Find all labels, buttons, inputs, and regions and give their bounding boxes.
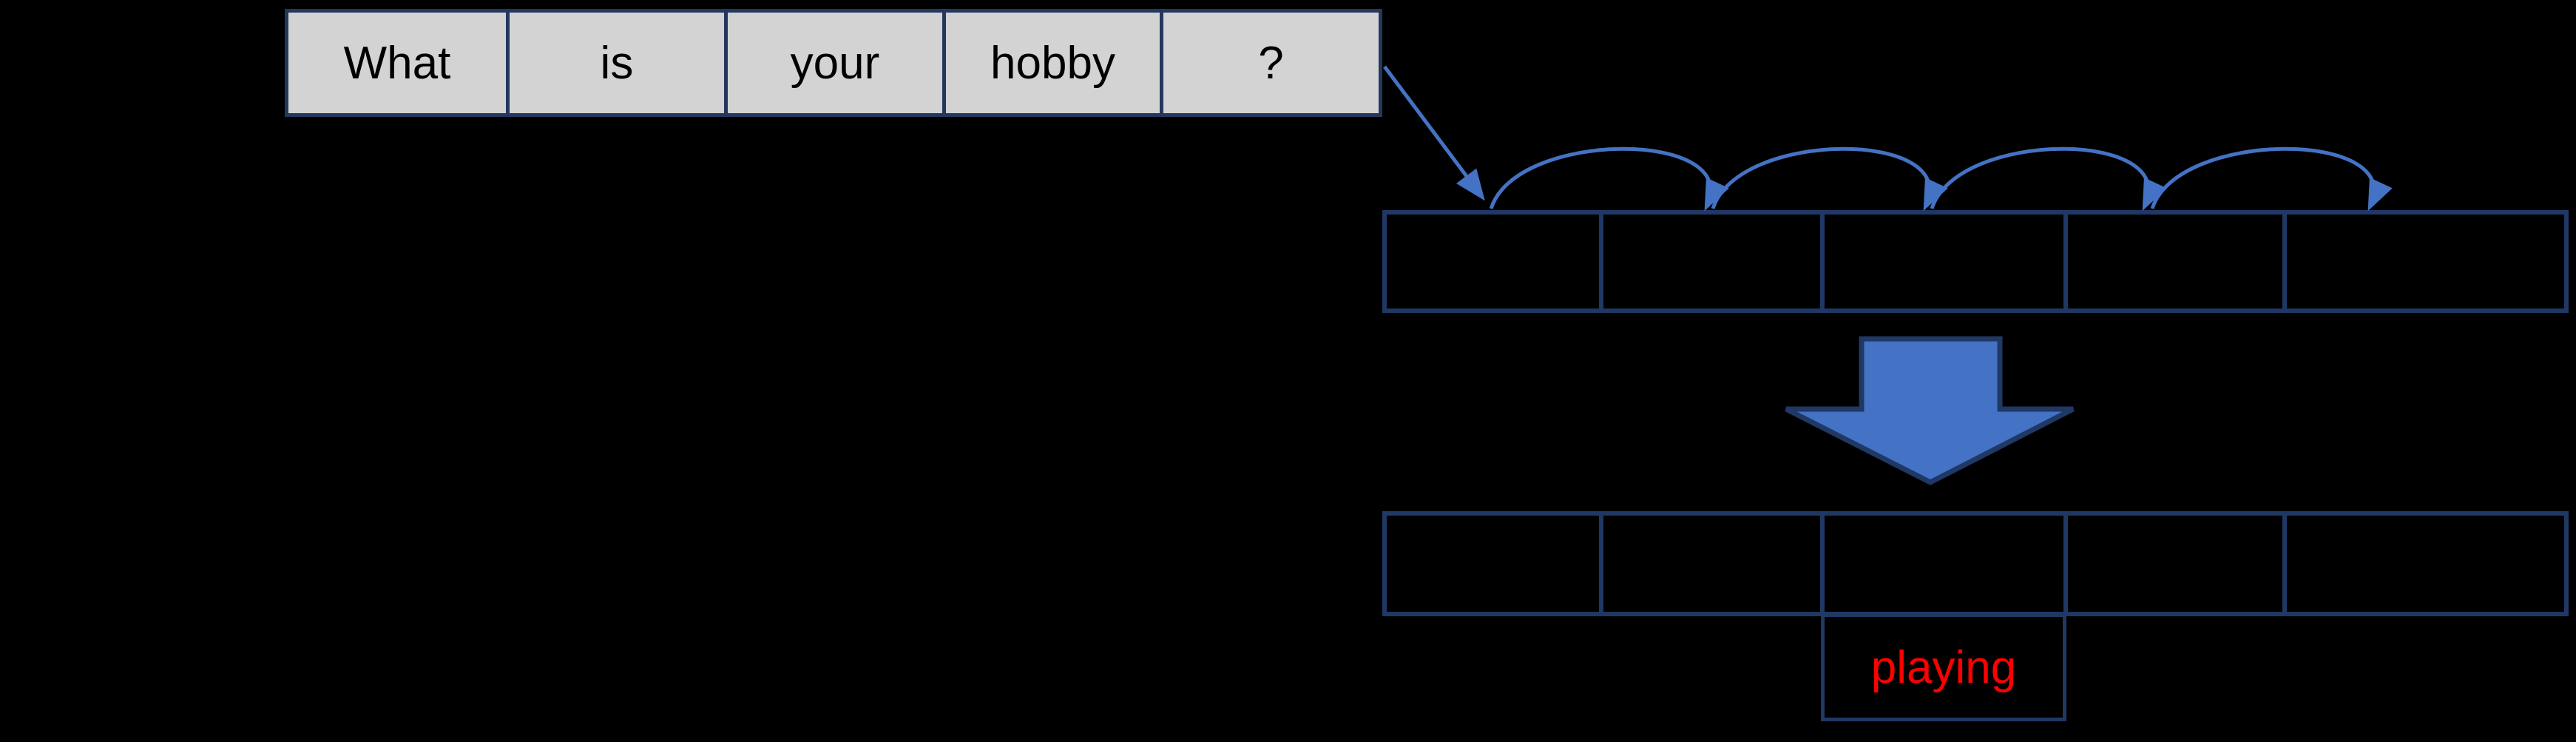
slot-cell: [2068, 516, 2287, 612]
input-sentence-row: What is your hobby ?: [285, 9, 1382, 117]
word-cell: is: [510, 13, 728, 113]
slot-cell: [2287, 215, 2564, 308]
hop-arc-3: [1930, 146, 2167, 212]
slot-cell: [1603, 516, 1825, 612]
slot-cell: [1387, 516, 1604, 612]
slot-cell: [1603, 215, 1825, 308]
slot-cell: [2068, 215, 2287, 308]
predicted-word-label: playing: [1870, 641, 2017, 693]
hop-arc-2: [1711, 146, 1948, 212]
slot-cell: [1825, 215, 2069, 308]
slot-cell: [1387, 215, 1604, 308]
word-cell: What: [288, 13, 510, 113]
slot-cell: [1825, 516, 2069, 612]
hop-arc-4: [2150, 146, 2393, 212]
slot-cell: [2287, 516, 2564, 612]
input-arrow: [1382, 65, 1485, 201]
word-cell: hobby: [946, 13, 1163, 113]
word-cell: your: [728, 13, 946, 113]
state-row-top: [1382, 210, 2569, 313]
word-cell: ?: [1258, 37, 1284, 89]
hop-arc-1: [1489, 146, 1729, 212]
predicted-word-box: playing: [1821, 613, 2066, 721]
down-arrow: [1785, 336, 2075, 485]
state-row-bottom: [1382, 511, 2569, 616]
